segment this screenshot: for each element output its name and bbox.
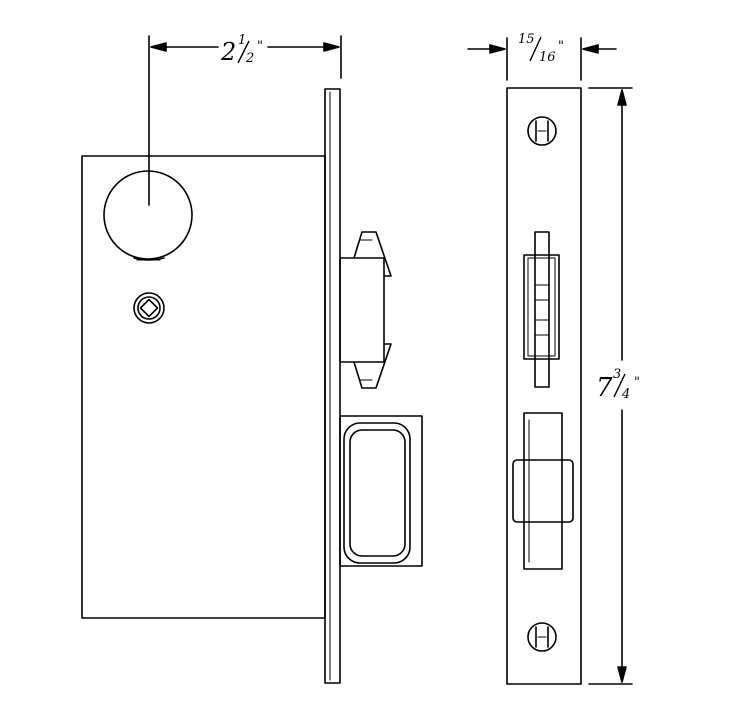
thickness-numerator: 15 — [518, 32, 535, 47]
side-view — [81, 35, 423, 684]
cylinder-hole — [103, 170, 193, 261]
front-faceplate — [506, 87, 582, 685]
front-edge-pull — [512, 412, 574, 570]
backset-numerator: 1 — [238, 33, 246, 48]
height-denominator: 4 — [621, 387, 630, 402]
bottom-screw — [527, 622, 557, 652]
thickness-unit: " — [558, 39, 564, 54]
edge-pull — [339, 415, 423, 567]
thickness-label: 15 16 " — [518, 32, 564, 65]
backset-whole: 2 — [220, 38, 236, 66]
top-screw — [527, 116, 557, 146]
hook-bolt — [339, 231, 392, 389]
height-numerator: 3 — [613, 367, 621, 382]
backset-label: 2 1 2 " — [220, 33, 263, 66]
height-dimension — [588, 87, 633, 685]
front-view — [467, 37, 633, 685]
lock-case — [81, 155, 326, 619]
front-hook-bolt — [523, 231, 560, 388]
backset-denominator: 2 — [245, 51, 254, 66]
thickness-dimension — [467, 37, 617, 81]
spindle-hub — [133, 292, 165, 324]
side-faceplate — [324, 88, 341, 684]
backset-unit: " — [257, 39, 263, 54]
height-whole: 7 — [596, 373, 613, 403]
height-unit: " — [634, 375, 640, 390]
thickness-denominator: 16 — [539, 50, 556, 65]
backset-dimension — [148, 35, 342, 206]
height-label: 7 3 4 " — [596, 367, 640, 403]
